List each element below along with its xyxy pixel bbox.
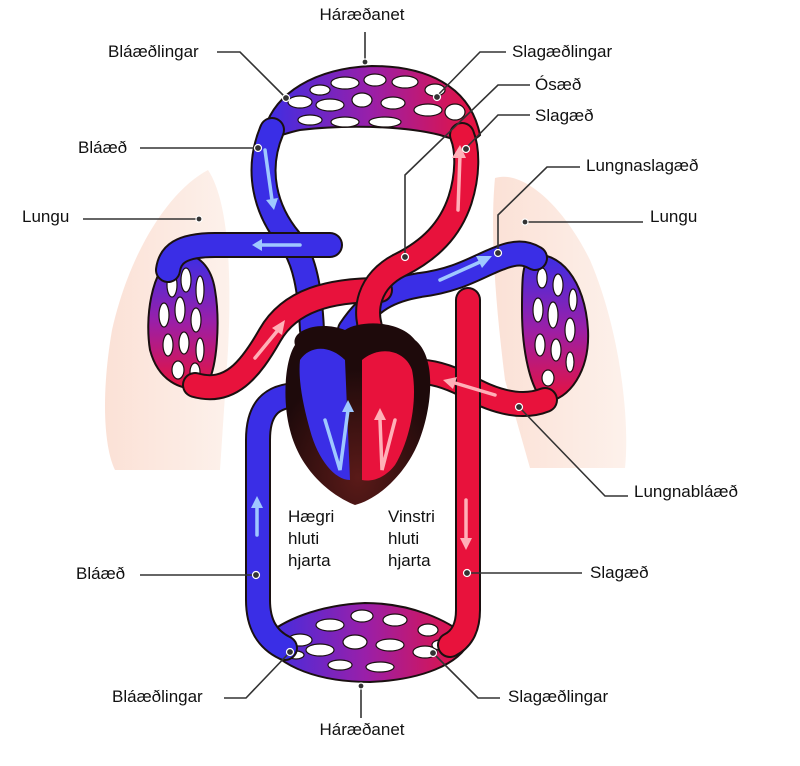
label-artery-upper: Slagæð bbox=[535, 106, 594, 125]
label-left-heart-3: hjarta bbox=[388, 551, 431, 570]
label-right-heart-1: Hægri bbox=[288, 507, 334, 526]
label-pulmonary-artery: Lungnaslagæð bbox=[586, 156, 698, 175]
label-pulmonary-vein: Lungnabláæð bbox=[634, 482, 738, 501]
label-left-heart-2: hluti bbox=[388, 529, 419, 548]
label-capillaries-top: Háræðanet bbox=[319, 5, 404, 24]
label-right-heart-2: hluti bbox=[288, 529, 319, 548]
aorta bbox=[357, 124, 478, 351]
capillary-bed-top bbox=[260, 64, 482, 142]
vessels bbox=[155, 117, 558, 661]
label-arterioles-top: Slagæðlingar bbox=[512, 42, 613, 61]
label-arterioles-bottom: Slagæðlingar bbox=[508, 687, 609, 706]
vein-lower bbox=[247, 384, 311, 659]
label-aorta: Ósæð bbox=[535, 75, 581, 94]
label-left-heart-1: Vinstri bbox=[388, 507, 435, 526]
label-lung-left: Lungu bbox=[22, 207, 69, 226]
right-ventricle bbox=[299, 348, 350, 480]
capillary-bed-bottom bbox=[260, 601, 472, 684]
left-ventricle bbox=[362, 351, 415, 481]
heart bbox=[285, 323, 431, 505]
label-venules-bottom: Bláæðlingar bbox=[112, 687, 203, 706]
flow-arrows bbox=[251, 145, 497, 550]
capillary-bed-right-lung bbox=[520, 253, 590, 404]
label-right-heart-3: hjarta bbox=[288, 551, 331, 570]
label-vein-lower: Bláæð bbox=[76, 564, 125, 583]
labels: Háræðanet Bláæðlingar Slagæðlingar Ósæð … bbox=[22, 5, 738, 739]
label-capillaries-bottom: Háræðanet bbox=[319, 720, 404, 739]
label-venules-top: Bláæðlingar bbox=[108, 42, 199, 61]
artery-lower bbox=[439, 289, 479, 656]
arrow-icon bbox=[263, 148, 274, 202]
label-artery-lower: Slagæð bbox=[590, 563, 649, 582]
label-vein-upper: Bláæð bbox=[78, 138, 127, 157]
label-lung-right: Lungu bbox=[650, 207, 697, 226]
leader-lines bbox=[83, 32, 643, 718]
